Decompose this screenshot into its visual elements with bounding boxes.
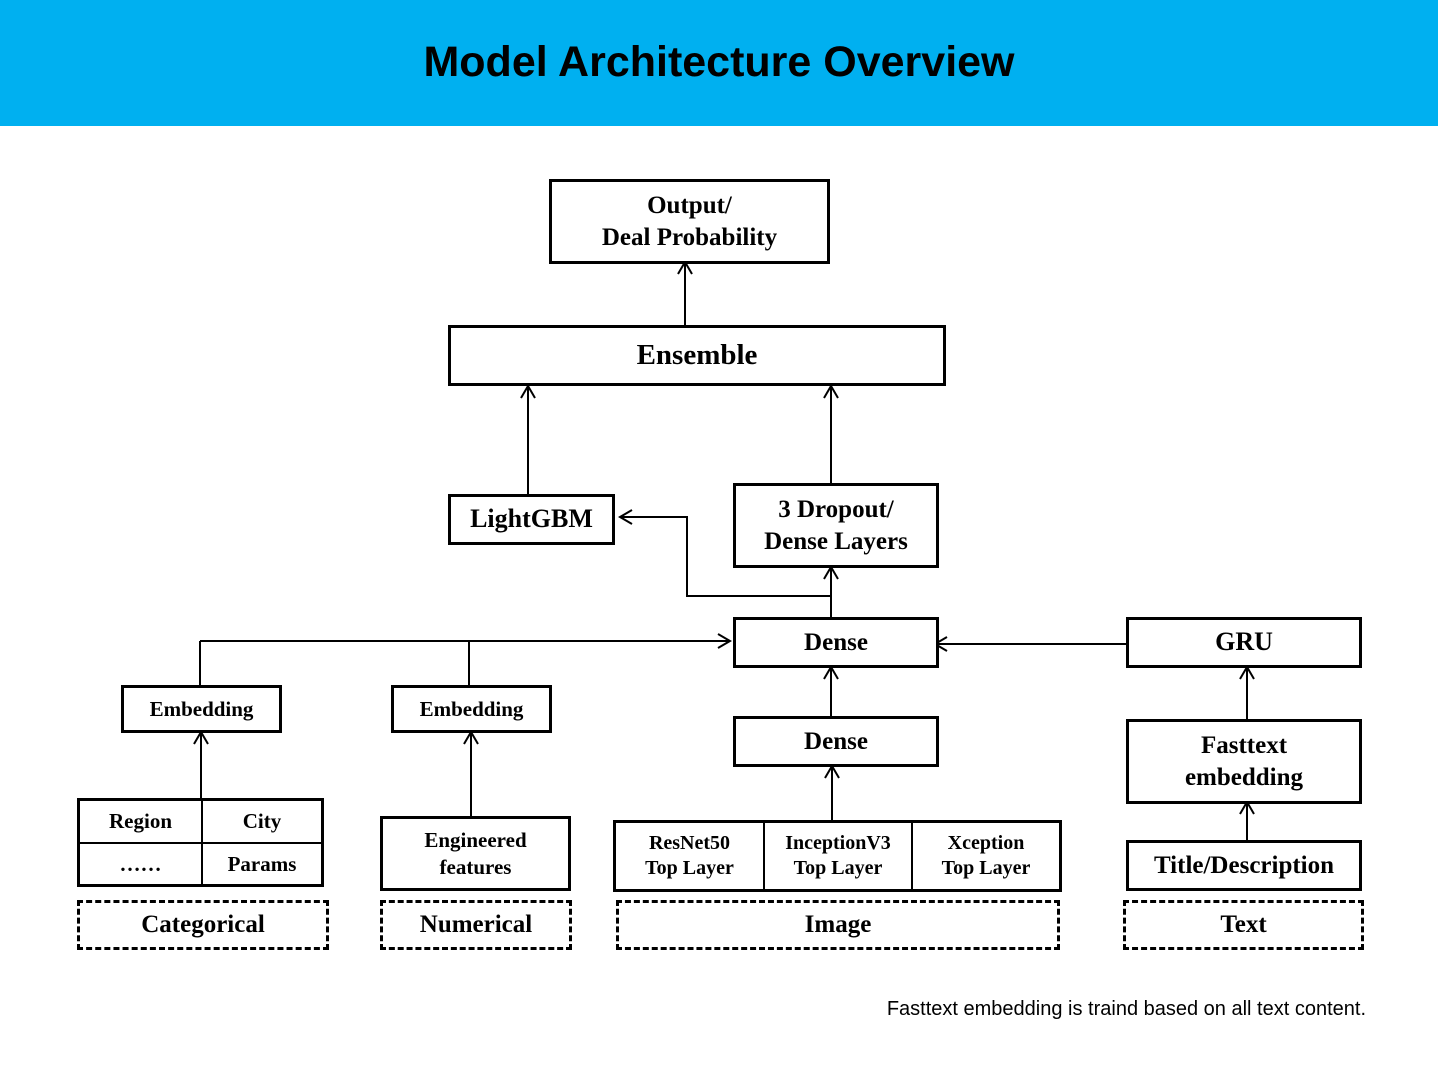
dropout-label: 3 Dropout/ Dense Layers xyxy=(764,496,908,555)
title-banner xyxy=(0,0,1438,126)
arrow-dense-to-lightgbm xyxy=(620,516,831,597)
arrowhead xyxy=(520,384,536,399)
group-categorical: Categorical xyxy=(77,900,329,950)
image-model-resnet50: ResNet50 Top Layer xyxy=(645,832,734,879)
page-title: Model Architecture Overview xyxy=(423,38,1015,86)
embedding-numerical-node: Embedding xyxy=(391,685,552,733)
title-description-node: Title/Description xyxy=(1126,840,1362,891)
group-numerical: Numerical xyxy=(380,900,572,950)
table-cell-city: City xyxy=(242,809,282,834)
dense-main-node: Dense xyxy=(733,617,939,668)
dense-image-node: Dense xyxy=(733,716,939,767)
lightgbm-node: LightGBM xyxy=(448,494,615,545)
image-model-inceptionv3: InceptionV3 Top Layer xyxy=(785,832,891,879)
embedding-cat-label: Embedding xyxy=(149,696,254,721)
gru-node: GRU xyxy=(1126,617,1362,668)
image-divider-1 xyxy=(763,823,765,889)
group-text: Text xyxy=(1123,900,1364,950)
output-label: Output/ Deal Probability xyxy=(601,192,778,251)
table-cell-ellipsis: …… xyxy=(119,851,162,876)
table-cell-params: Params xyxy=(227,851,297,876)
group-image-label: Image xyxy=(804,911,872,939)
arrowhead xyxy=(717,633,732,649)
group-numerical-label: Numerical xyxy=(419,911,533,939)
image-divider-2 xyxy=(911,823,913,889)
fasttext-node: Fasttext embedding xyxy=(1126,719,1362,804)
table-cell-region: Region xyxy=(109,809,172,834)
arrowhead xyxy=(823,384,839,399)
group-text-label: Text xyxy=(1220,911,1267,939)
image-model-xception: Xception Top Layer xyxy=(941,832,1031,879)
dense-main-label: Dense xyxy=(804,628,868,656)
categorical-features-table: Region City …… Params xyxy=(77,798,324,887)
image-models-row: ResNet50 Top Layer InceptionV3 Top Layer… xyxy=(613,820,1062,892)
embedding-num-label: Embedding xyxy=(419,696,524,721)
arrowhead xyxy=(618,509,633,525)
dense-image-label: Dense xyxy=(804,727,868,755)
title-description-label: Title/Description xyxy=(1153,851,1335,879)
footnote: Fasttext embedding is traind based on al… xyxy=(886,998,1366,1020)
table-divider-horizontal xyxy=(80,842,321,844)
engineered-features-node: Engineered features xyxy=(380,816,571,891)
group-image: Image xyxy=(616,900,1060,950)
dropout-dense-node: 3 Dropout/ Dense Layers xyxy=(733,483,939,568)
engineered-label: Engineered features xyxy=(424,828,527,879)
ensemble-label: Ensemble xyxy=(636,339,758,372)
ensemble-node: Ensemble xyxy=(448,325,946,386)
lightgbm-label: LightGBM xyxy=(470,504,593,534)
output-node: Output/ Deal Probability xyxy=(549,179,830,264)
gru-label: GRU xyxy=(1215,627,1273,657)
group-categorical-label: Categorical xyxy=(141,911,265,939)
embedding-categorical-node: Embedding xyxy=(121,685,282,733)
fasttext-label: Fasttext embedding xyxy=(1184,732,1304,791)
